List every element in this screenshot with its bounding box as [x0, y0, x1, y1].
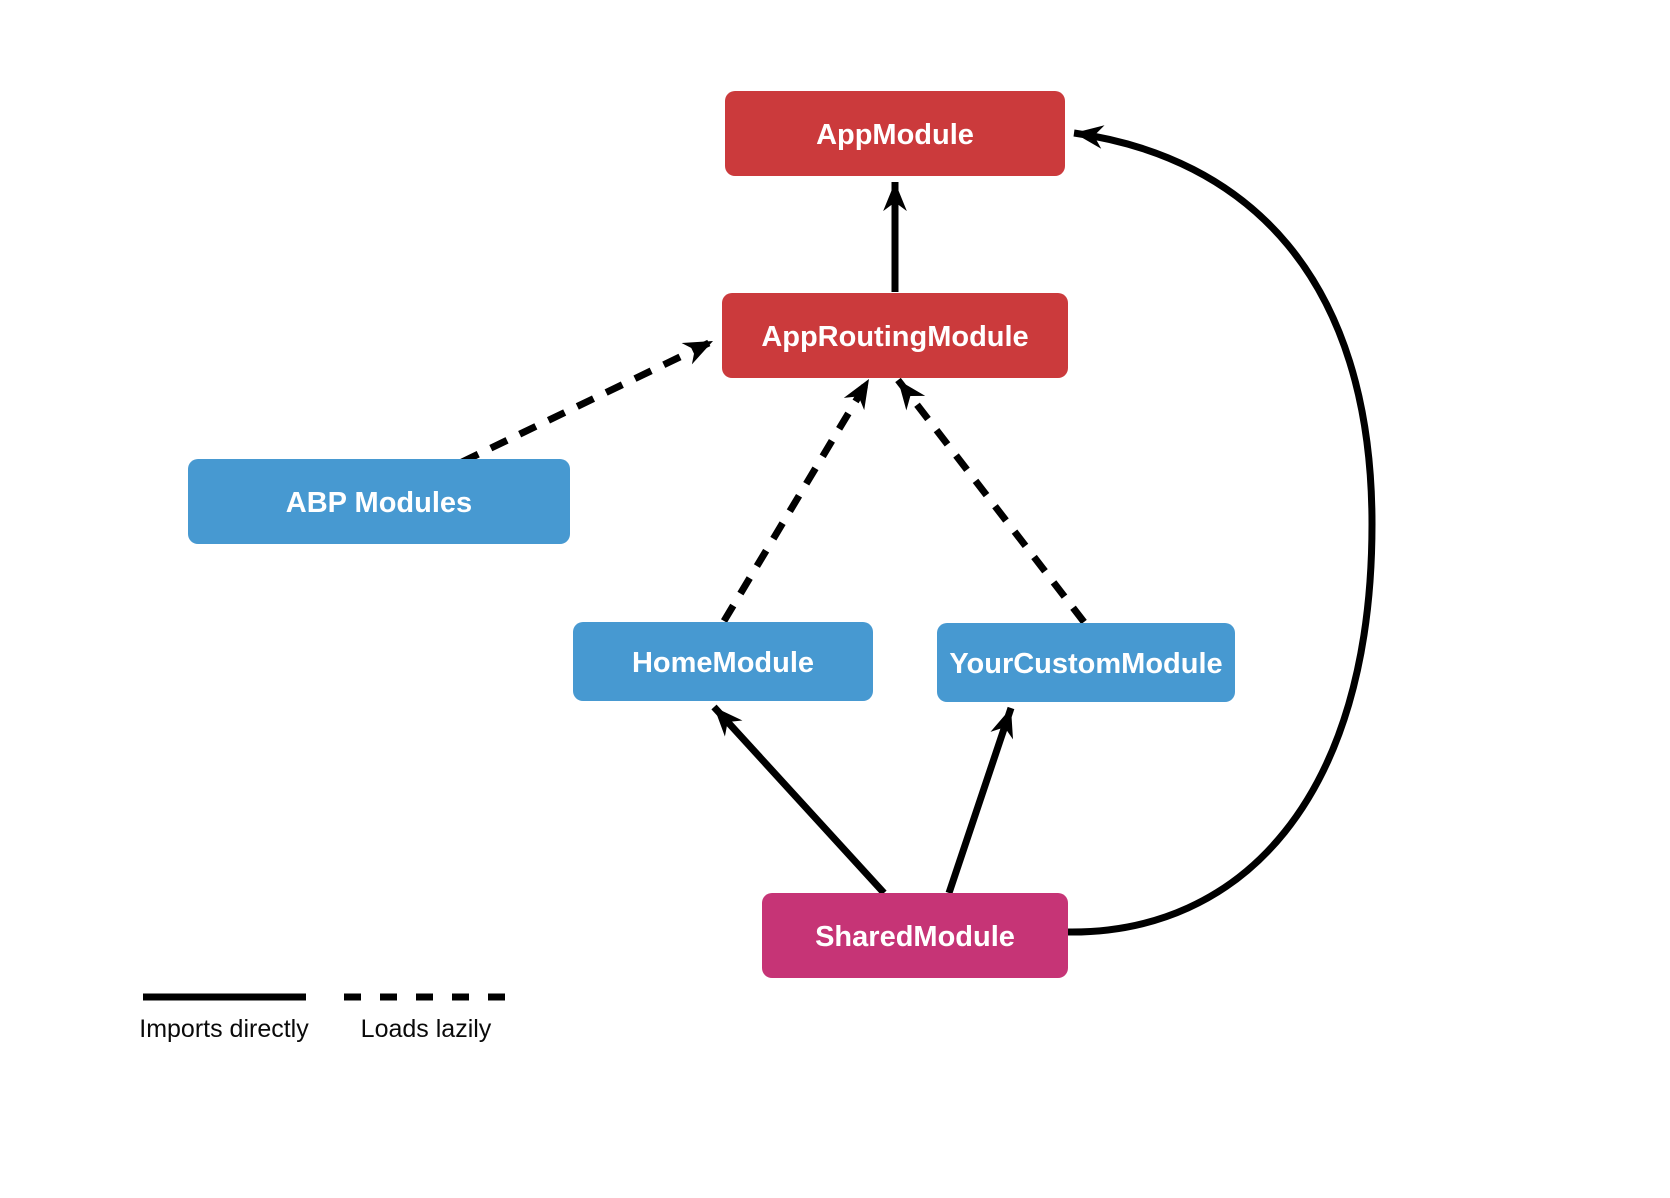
node-homemodule: HomeModule — [573, 622, 873, 701]
node-homemodule-box — [573, 622, 873, 701]
node-homemodule-label: HomeModule — [632, 647, 814, 679]
node-approutingmodule-box — [722, 293, 1068, 378]
node-appmodule-label: AppModule — [816, 119, 974, 151]
node-yourcustommodule-box — [937, 623, 1235, 702]
node-abpmodules: ABP Modules — [188, 459, 570, 544]
edge-yourcustommodule-to-approutingmodule — [895, 377, 1087, 625]
node-approutingmodule: AppRoutingModule — [722, 293, 1068, 378]
node-yourcustommodule-label: YourCustomModule — [949, 648, 1222, 680]
node-sharedmodule-label: SharedModule — [815, 921, 1015, 953]
edge-sharedmodule-to-yourcustommodule — [945, 706, 1015, 895]
legend-dashed-label: Loads lazily — [361, 1015, 492, 1043]
node-appmodule-box — [725, 91, 1065, 176]
legend: Imports directly Loads lazily — [139, 993, 510, 1043]
node-sharedmodule: SharedModule — [762, 893, 1068, 978]
legend-solid-label: Imports directly — [139, 1015, 309, 1043]
node-approutingmodule-label: AppRoutingModule — [761, 321, 1028, 353]
edge-sharedmodule-to-appmodule-curved — [1067, 125, 1376, 936]
node-sharedmodule-box — [762, 893, 1068, 978]
node-abpmodules-label: ABP Modules — [286, 487, 472, 519]
edge-sharedmodule-to-homemodule — [711, 704, 887, 896]
edge-homemodule-to-approutingmodule — [720, 377, 873, 623]
node-abpmodules-box — [188, 459, 570, 544]
node-yourcustommodule: YourCustomModule — [937, 623, 1235, 702]
node-appmodule: AppModule — [725, 91, 1065, 176]
edge-abpmodules-to-approutingmodule — [460, 337, 715, 466]
